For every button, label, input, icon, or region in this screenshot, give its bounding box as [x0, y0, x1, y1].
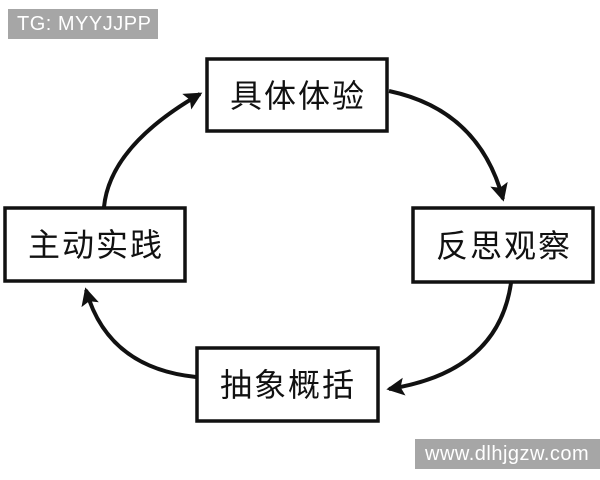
arrow-right-to-bottom: [386, 282, 513, 396]
node-abstract-conceptualization-box: [195, 346, 380, 423]
node-reflective-observation-label: 反思观察: [436, 227, 572, 265]
node-concrete-experience-label: 具体体验: [230, 77, 366, 115]
node-reflective-observation: 反思观察: [411, 206, 595, 284]
arrow-left-to-top: [102, 92, 203, 208]
arrow-top-to-right: [388, 89, 508, 202]
watermark-telegram: TG: MYYJJPP: [8, 9, 158, 39]
watermark-website: www.dlhjgzw.com: [415, 439, 600, 469]
node-active-experimentation: 主动实践: [3, 206, 187, 283]
arrow-bottom-to-left: [81, 287, 197, 379]
node-abstract-conceptualization-label: 抽象概括: [220, 366, 356, 404]
node-active-experimentation-box: [3, 206, 187, 283]
node-concrete-experience: 具体体验: [205, 57, 389, 133]
node-concrete-experience-box: [205, 57, 389, 133]
node-reflective-observation-box: [411, 206, 595, 284]
node-active-experimentation-label: 主动实践: [28, 226, 164, 264]
node-abstract-conceptualization: 抽象概括: [195, 346, 380, 423]
